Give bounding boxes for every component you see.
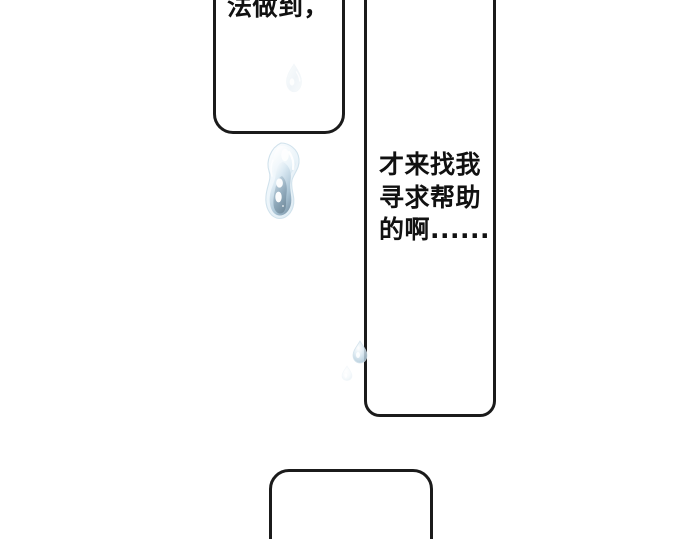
speech-bubble-2-text: 才来找我 寻求帮助 的啊...... <box>379 150 490 244</box>
speech-bubble-1-text: 法做到， <box>227 0 330 21</box>
speech-bubble-3 <box>269 469 433 539</box>
speech-bubble-2: 才来找我 寻求帮助 的啊...... <box>364 0 496 417</box>
water-droplet-large-icon <box>265 142 300 219</box>
water-droplet-tiny-icon <box>341 365 353 381</box>
speech-bubble-1: 法做到， <box>213 0 345 134</box>
